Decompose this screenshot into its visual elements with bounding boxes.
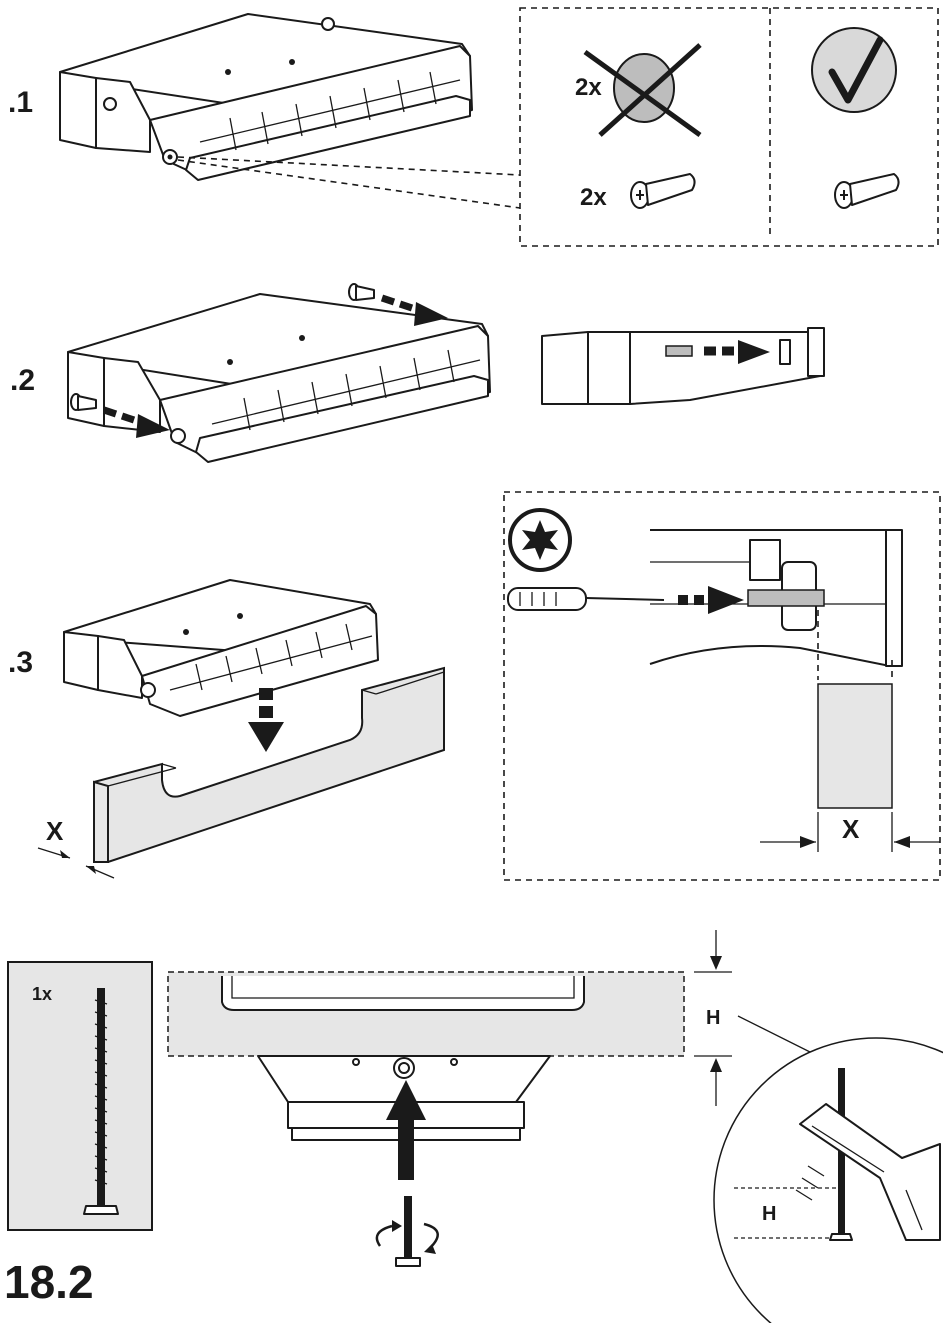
- bolt-quantity: 1x: [32, 984, 52, 1004]
- countersunk-screw-icon: [630, 173, 696, 209]
- torx-bit-symbol: [508, 508, 572, 572]
- plinth-panel: [167, 971, 685, 1057]
- cap-discard: 2x: [575, 43, 702, 138]
- step-3-detail-box: [503, 491, 941, 881]
- height-detail-circle: H: [713, 1037, 943, 1323]
- arrow-down-icon: [248, 688, 284, 752]
- dimension-x-label-right: X: [842, 814, 860, 844]
- step-2-label: .2: [10, 364, 35, 397]
- foot-housing: [257, 1055, 551, 1141]
- screw-quantity: 2x: [580, 184, 607, 211]
- arrow-right-icon: [738, 340, 770, 364]
- checkmark-icon: [828, 36, 884, 104]
- step-2: .2: [10, 283, 825, 463]
- rotate-icon: [375, 1222, 439, 1249]
- screw-use-left: 2x: [580, 173, 696, 211]
- adjustment-bolt-icon: [83, 988, 119, 1215]
- arrow-right-icon: [414, 302, 448, 326]
- height-detail-label: H: [762, 1203, 776, 1225]
- step-2-side-detail: [541, 327, 825, 405]
- rotating-bolt: [375, 1196, 439, 1267]
- step-4: 1x 18.2: [4, 930, 943, 1323]
- step-1-drawer-unit: [59, 13, 473, 181]
- step-1: .1 2x: [8, 7, 939, 247]
- countersunk-screw-icon: [834, 173, 900, 209]
- figure-number: 18.2: [4, 1256, 94, 1308]
- panel-cross-section: [817, 683, 893, 809]
- check-approved: [811, 27, 900, 209]
- step-1-callout-box: [519, 7, 939, 247]
- step-3-label: .3: [8, 646, 33, 679]
- cross-mark-icon: [583, 43, 702, 138]
- screwdriver-icon: [507, 587, 665, 611]
- front-panel: [93, 666, 445, 863]
- bolt-kit-box: [7, 961, 153, 1231]
- wrench-icon: [795, 1103, 941, 1241]
- step-3-drawer-unit: [63, 579, 379, 717]
- screw-insert-bottom: [70, 393, 170, 438]
- step-1-label: .1: [8, 86, 33, 119]
- step-3: .3 X: [8, 491, 941, 881]
- dimension-x-label-left: X: [46, 816, 64, 846]
- screwdriver-detail: X: [507, 529, 940, 852]
- height-label: H: [706, 1007, 720, 1029]
- arrow-right-icon: [136, 414, 170, 438]
- arrow-right-icon: [708, 586, 744, 614]
- screw-insert-top: [348, 283, 448, 326]
- cap-quantity: 2x: [575, 74, 602, 101]
- panel-thickness-dimension: X: [37, 816, 115, 879]
- arrow-up-icon: [386, 1080, 426, 1180]
